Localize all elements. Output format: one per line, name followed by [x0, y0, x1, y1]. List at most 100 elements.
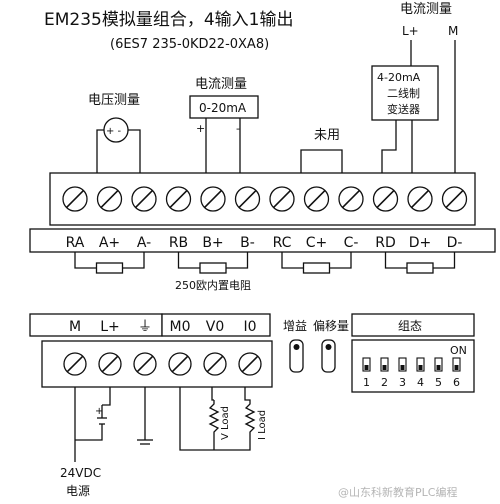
input-terminal-screw-3[interactable] [165, 186, 192, 212]
i-load-resistor [244, 387, 256, 438]
output-signal-label-strip [161, 313, 271, 337]
output-terminal-screw-3[interactable] [168, 352, 192, 376]
voltage-wire-left [96, 129, 104, 173]
dip-switch-number: 1 [363, 376, 370, 389]
dip-switch-6[interactable] [452, 357, 461, 372]
output-terminal-label: I0 [243, 319, 256, 335]
screw-slot-icon [66, 190, 84, 208]
resistor-icon [406, 262, 434, 274]
screw-slot-icon [171, 355, 189, 373]
internal-resistor-2 [281, 252, 352, 274]
input-terminal-label: C- [344, 235, 359, 251]
dip-switch-number: 3 [399, 376, 406, 389]
v-load-label: V Load [220, 406, 231, 440]
screw-slot-icon [66, 355, 84, 373]
i-load-label: I Load [257, 410, 268, 440]
screw-slot-icon [273, 190, 291, 208]
output-terminal-screw-1[interactable] [98, 352, 122, 376]
v-load-resistor [208, 400, 220, 450]
v-load-wire [211, 387, 214, 401]
offset-pot-knob-icon [325, 344, 332, 350]
input-terminal-screw-0[interactable] [62, 186, 88, 212]
load-common-wire [179, 387, 251, 451]
transmitter-line2: 二线制 [387, 86, 420, 100]
internal-resistor-0 [74, 252, 145, 274]
battery-plus-sign: + [95, 406, 103, 417]
dip-switch-lever-icon [400, 365, 405, 370]
gain-pot-knob-icon [293, 344, 300, 350]
unused-jumper [300, 149, 343, 173]
power-label-line1: 24VDC [60, 466, 101, 480]
input-terminal-label: D- [447, 235, 463, 251]
input-terminal-screw-6[interactable] [269, 186, 295, 212]
input-terminal-screw-5[interactable] [234, 186, 261, 212]
current-measure-mid-label: 电流测量 [195, 77, 247, 92]
transmitter-box [371, 65, 439, 121]
input-terminal-label: RD [375, 235, 396, 251]
input-terminal-label: B+ [202, 235, 223, 251]
dip-switch-number: 2 [381, 376, 388, 389]
dip-switch-lever-icon [418, 365, 423, 370]
output-terminal-label: V0 [206, 319, 224, 335]
input-terminal-screw-10[interactable] [407, 186, 433, 212]
config-label: 组态 [398, 319, 422, 333]
watermark: @山东科新教育PLC编程 [338, 485, 457, 499]
resistor-icon [95, 262, 124, 274]
input-terminal-label: A+ [99, 235, 120, 251]
output-terminal-label: M [69, 319, 81, 335]
internal-resistor-3 [384, 252, 456, 274]
current-measure-top-label: 电流测量 [400, 2, 452, 17]
battery-lead-bottom [75, 424, 103, 441]
output-terminal-screw-4[interactable] [203, 352, 227, 376]
voltage-wire-right [128, 129, 141, 173]
dip-switch-3[interactable] [398, 357, 407, 372]
output-terminal-screw-2[interactable] [133, 352, 157, 376]
screw-slot-icon [204, 190, 222, 208]
output-terminal-label: L+ [100, 319, 120, 335]
current-range-label: 0-20mA [199, 101, 247, 115]
transmitter-wire-minus [381, 120, 397, 173]
dip-switch-2[interactable] [380, 357, 389, 372]
power-label-line2: 电源 [66, 484, 90, 498]
input-terminal-screw-2[interactable] [131, 186, 157, 212]
output-terminal-label: ⏚ [138, 319, 152, 335]
input-terminal-screw-4[interactable] [200, 186, 226, 212]
input-terminal-screw-11[interactable] [441, 186, 468, 212]
screw-slot-icon [445, 190, 464, 208]
gain-label: 增益 [283, 319, 307, 333]
screw-slot-icon [376, 190, 395, 208]
dip-switch-1[interactable] [362, 357, 371, 372]
input-terminal-screw-8[interactable] [338, 186, 364, 212]
dip-on-label: ON [450, 344, 467, 357]
screw-slot-icon [238, 190, 257, 208]
current-minus-sign: - [236, 122, 240, 135]
input-terminal-screw-7[interactable] [303, 186, 330, 212]
transmitter-line3: 变送器 [387, 102, 420, 116]
resistor-icon [302, 262, 331, 274]
output-terminal-screw-5[interactable] [238, 352, 262, 376]
input-terminal-screw-1[interactable] [96, 186, 123, 212]
screw-slot-icon [206, 355, 224, 373]
screw-slot-icon [135, 190, 153, 208]
screw-slot-icon [411, 190, 429, 208]
input-terminal-label: RC [273, 235, 292, 251]
dip-switch-lever-icon [382, 365, 387, 370]
output-terminal-screw-0[interactable] [63, 352, 87, 376]
dip-switch-lever-icon [364, 365, 369, 370]
resistor-note: 250欧内置电阻 [175, 278, 251, 292]
gain-pot[interactable] [289, 339, 304, 373]
power-wire-lplus [102, 387, 111, 406]
transmitter-line1: 4-20mA [377, 71, 421, 84]
dip-switch-4[interactable] [416, 357, 425, 372]
offset-label: 偏移量 [313, 318, 349, 333]
input-terminal-screw-9[interactable] [372, 186, 399, 212]
dip-switch-number: 5 [435, 376, 442, 389]
screw-slot-icon [307, 190, 326, 208]
internal-resistor-1 [177, 252, 249, 274]
input-terminal-label: C+ [306, 235, 328, 251]
screw-slot-icon [100, 190, 119, 208]
config-label-strip [351, 313, 475, 337]
dip-switch-5[interactable] [434, 357, 443, 372]
offset-pot[interactable] [321, 339, 336, 373]
